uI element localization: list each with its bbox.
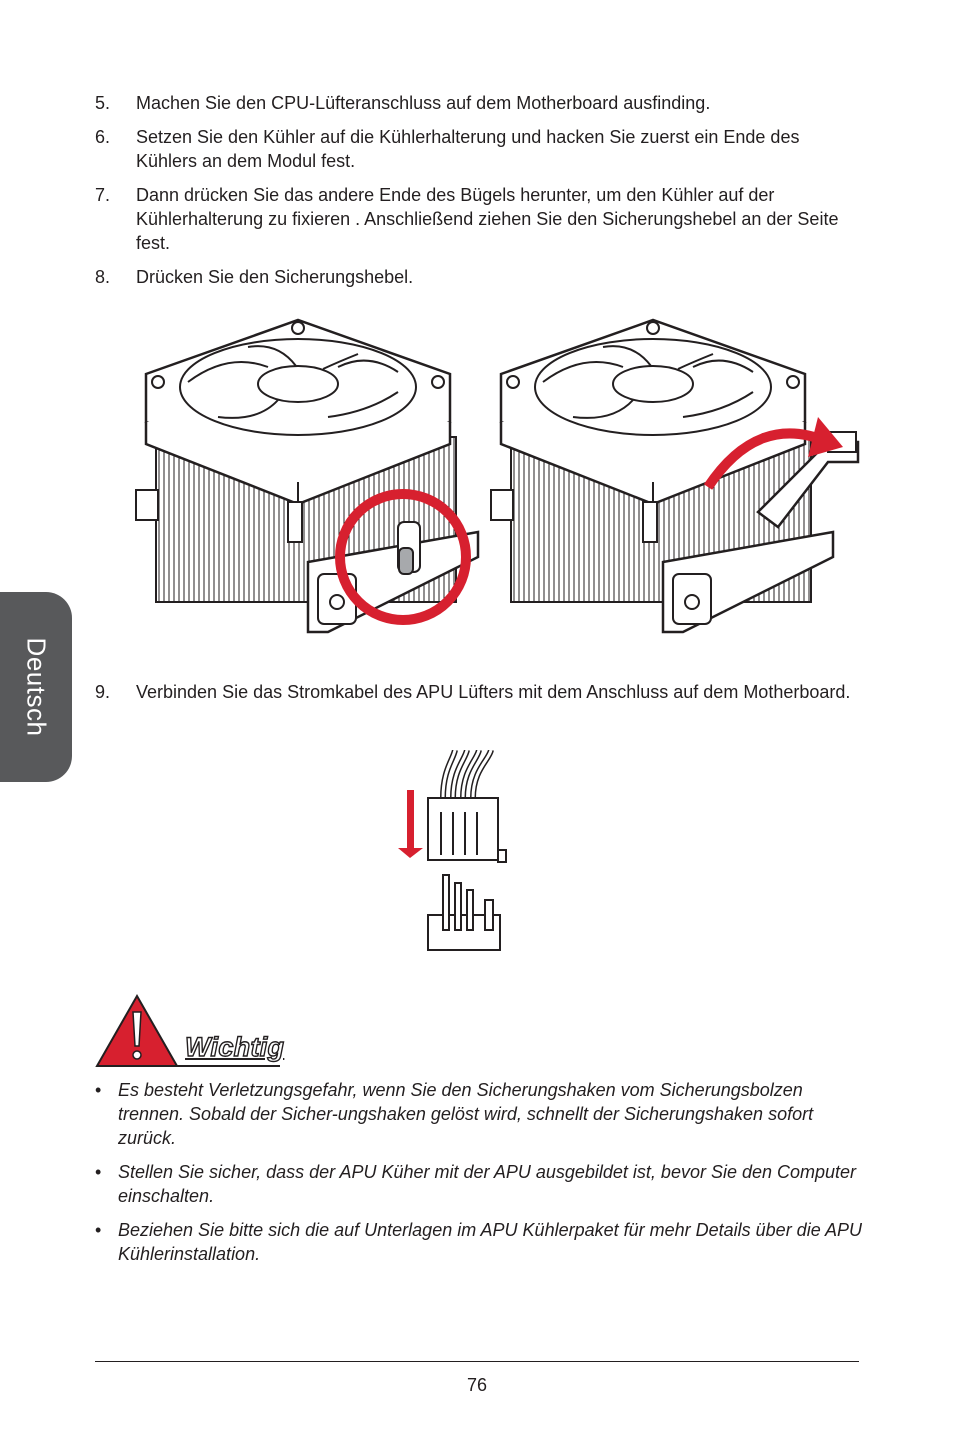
bullet-marker: • — [95, 1080, 102, 1100]
language-side-tab: Deutsch — [0, 592, 72, 782]
warning-triangle-icon — [95, 993, 280, 1067]
bullet-marker: • — [95, 1162, 102, 1182]
bullet-marker: • — [95, 1220, 102, 1240]
cpu-cooler-illustration — [134, 318, 860, 634]
step-number: 6. — [95, 127, 111, 147]
step-7: 7. Dann drücken Sie das andere Ende des … — [95, 183, 865, 255]
step-text: Verbinden Sie das Stromkabel des APU Lüf… — [136, 682, 851, 702]
footer-divider — [95, 1361, 859, 1362]
step-text: Drücken Sie den Sicherungshebel. — [136, 267, 414, 287]
step-8: 8. Drücken Sie den Sicherungshebel. — [95, 265, 865, 289]
step-number: 5. — [95, 93, 111, 113]
important-bullet: • Beziehen Sie bitte sich die auf Unterl… — [95, 1218, 870, 1266]
step-text: Dann drücken Sie das andere Ende des Büg… — [136, 185, 839, 253]
bullet-text: Stellen Sie sicher, dass der APU Küher m… — [118, 1162, 857, 1206]
side-tab-label: Deutsch — [21, 637, 52, 737]
step-5: 5. Machen Sie den CPU-Lüfteranschluss au… — [95, 91, 865, 115]
step-number: 8. — [95, 267, 111, 287]
step-number: 7. — [95, 185, 111, 205]
step-number: 9. — [95, 682, 111, 702]
important-title: Wichtig — [184, 1031, 285, 1062]
fan-connector-illustration — [398, 750, 507, 951]
bullet-text: Beziehen Sie bitte sich die auf Unterlag… — [118, 1220, 863, 1264]
page-number: 76 — [466, 1375, 488, 1395]
step-9: 9. Verbinden Sie das Stromkabel des APU … — [95, 680, 865, 704]
step-text: Setzen Sie den Kühler auf die Kühlerhalt… — [136, 127, 800, 171]
important-bullet: • Stellen Sie sicher, dass der APU Küher… — [95, 1160, 870, 1208]
step-6: 6. Setzen Sie den Kühler auf die Kühlerh… — [95, 125, 865, 173]
important-bullet: • Es besteht Verletzungsgefahr, wenn Sie… — [95, 1078, 870, 1150]
step-text: Machen Sie den CPU-Lüfteranschluss auf d… — [136, 93, 711, 113]
bullet-text: Es besteht Verletzungsgefahr, wenn Sie d… — [118, 1080, 814, 1148]
